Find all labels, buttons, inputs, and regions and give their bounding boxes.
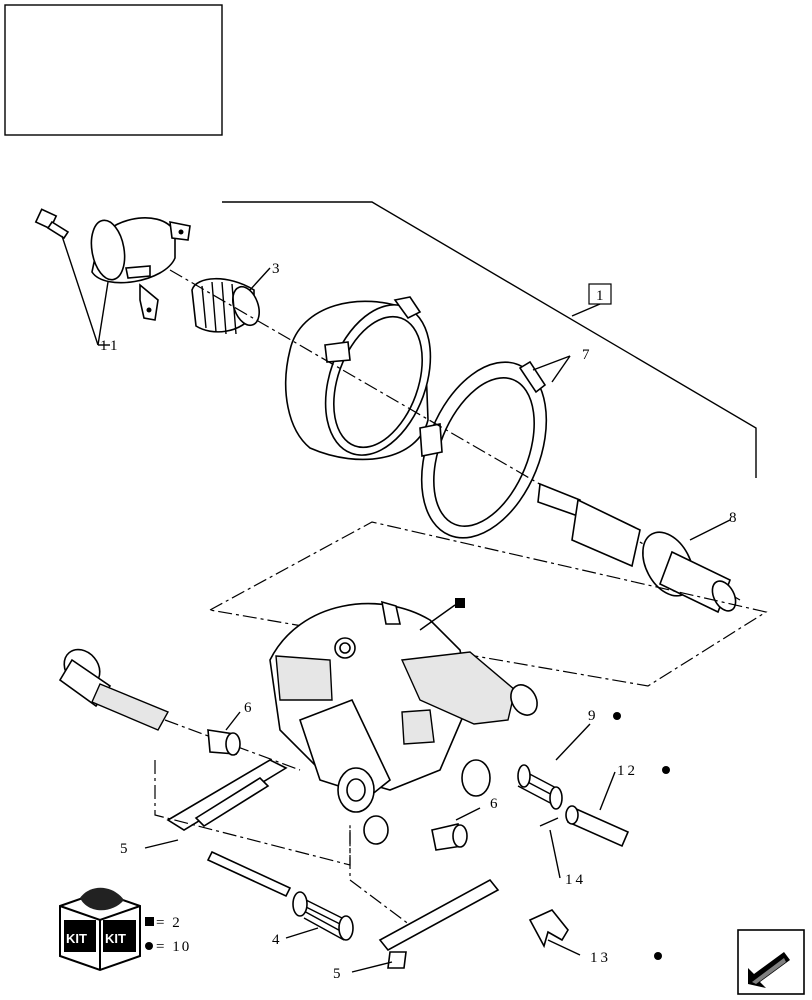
kit-badge-left: KIT (66, 931, 87, 946)
callout-14: 14 (565, 872, 586, 888)
caliper-bolt (58, 648, 301, 771)
part-12-pin (565, 805, 630, 848)
part-14-cotter-pin (539, 817, 559, 827)
part-5-pad-upper (166, 759, 288, 831)
housing-ring (284, 296, 432, 461)
title-frame (4, 4, 223, 136)
dot-marker-13 (654, 952, 662, 960)
part-3-bellows (191, 278, 260, 335)
part-13-clip (528, 909, 569, 949)
kit-square-marker (419, 598, 465, 631)
callout-1: 1 (596, 288, 607, 304)
part-5-lever-lower (378, 878, 500, 969)
part-6-bushing-right (431, 823, 468, 851)
callout-6-right: 6 (490, 796, 501, 812)
callout-6-left: 6 (244, 700, 255, 716)
callout-12: 12 (617, 763, 638, 779)
kit-group-boundary (208, 521, 768, 687)
kit-dot-qty: = 10 (156, 939, 191, 955)
part-4-spring (292, 891, 354, 941)
callout-3: 3 (272, 261, 283, 277)
callout-9: 9 (588, 708, 599, 724)
kit-dot-legend-icon (145, 942, 153, 950)
callout-8: 8 (729, 510, 740, 526)
callout-11: 11 (100, 338, 120, 354)
callout-13: 13 (590, 950, 611, 966)
part-9-spring (517, 764, 563, 810)
callout-4: 4 (272, 932, 283, 948)
dot-marker-12 (662, 766, 670, 774)
part-8-shaft (537, 482, 737, 614)
kit-box-icon: KIT KIT (59, 887, 141, 972)
part-11-cover (90, 217, 191, 321)
caliper-body (269, 600, 538, 845)
kit-square-qty: = 2 (156, 915, 182, 931)
kit-square-legend-icon (145, 917, 154, 926)
arrow-nav-icon[interactable] (737, 929, 805, 995)
callout-5-upper: 5 (120, 841, 131, 857)
kit-badge-right: KIT (105, 931, 126, 946)
assembly-bracket-line (222, 201, 757, 478)
part-6-bushing-left (207, 729, 241, 756)
dot-marker-9 (613, 712, 621, 720)
part-11-bolt (34, 208, 70, 240)
callout-7: 7 (582, 347, 593, 363)
callout-5-lower: 5 (333, 966, 344, 982)
